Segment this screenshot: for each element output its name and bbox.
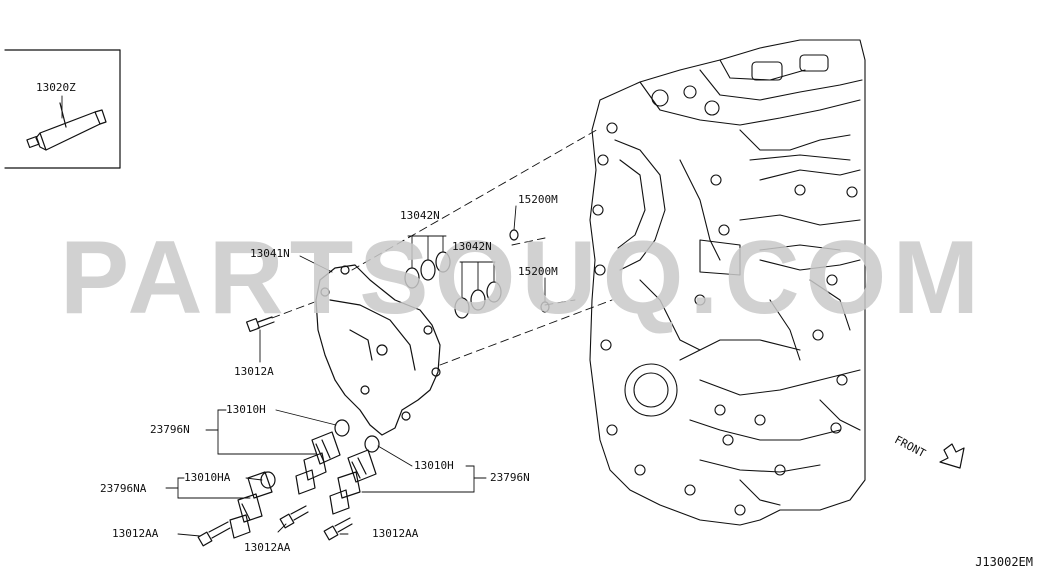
bolt-aa-right-icon (323, 517, 353, 541)
label-seal-ring-a[interactable]: 13042N (400, 209, 440, 222)
engine-block-drawing (589, 39, 866, 526)
diagram-code: J13002EM (975, 555, 1033, 569)
label-oring-a[interactable]: 15200M (518, 193, 558, 206)
sealant-tube-icon (26, 102, 107, 151)
label-oring-left[interactable]: 13010HA (184, 471, 231, 484)
solenoid-valve-a-icon (295, 431, 341, 495)
label-cover-bolt[interactable]: 13012A (234, 365, 274, 378)
label-oring-right[interactable]: 13010H (414, 459, 454, 472)
label-valve-na[interactable]: 23796NA (100, 482, 147, 495)
o-ring-upper-icon (509, 229, 519, 241)
bolt-aa-middle-icon (279, 505, 309, 529)
label-valve-a[interactable]: 23796N (150, 423, 190, 436)
cover-bolt-icon (245, 316, 275, 333)
solenoid-valve-b-icon (329, 449, 377, 515)
alignment-dashed-lines (271, 127, 613, 366)
label-bolt-c[interactable]: 13012AA (372, 527, 419, 540)
label-bolt-b[interactable]: 13012AA (244, 541, 291, 554)
solenoid-valve-na-icon (229, 471, 273, 539)
leader-lines (61, 95, 546, 537)
o-ring-13010h-upper-icon (334, 419, 350, 437)
label-cover[interactable]: 13041N (250, 247, 290, 260)
valve-timing-cover-drawing (315, 264, 441, 436)
o-ring-13010h-right-icon (364, 435, 380, 453)
bolt-aa-left-icon (197, 521, 231, 547)
front-arrow-icon (939, 443, 965, 469)
label-seal-ring-b[interactable]: 13042N (452, 240, 492, 253)
label-bolt-a[interactable]: 13012AA (112, 527, 159, 540)
label-valve-b[interactable]: 23796N (490, 471, 530, 484)
label-oring-b[interactable]: 15200M (518, 265, 558, 278)
sealant-inset-frame (4, 49, 121, 169)
o-ring-lower-icon (540, 301, 550, 313)
label-oring-upper[interactable]: 13010H (226, 403, 266, 416)
label-sealant[interactable]: 13020Z (36, 81, 76, 94)
